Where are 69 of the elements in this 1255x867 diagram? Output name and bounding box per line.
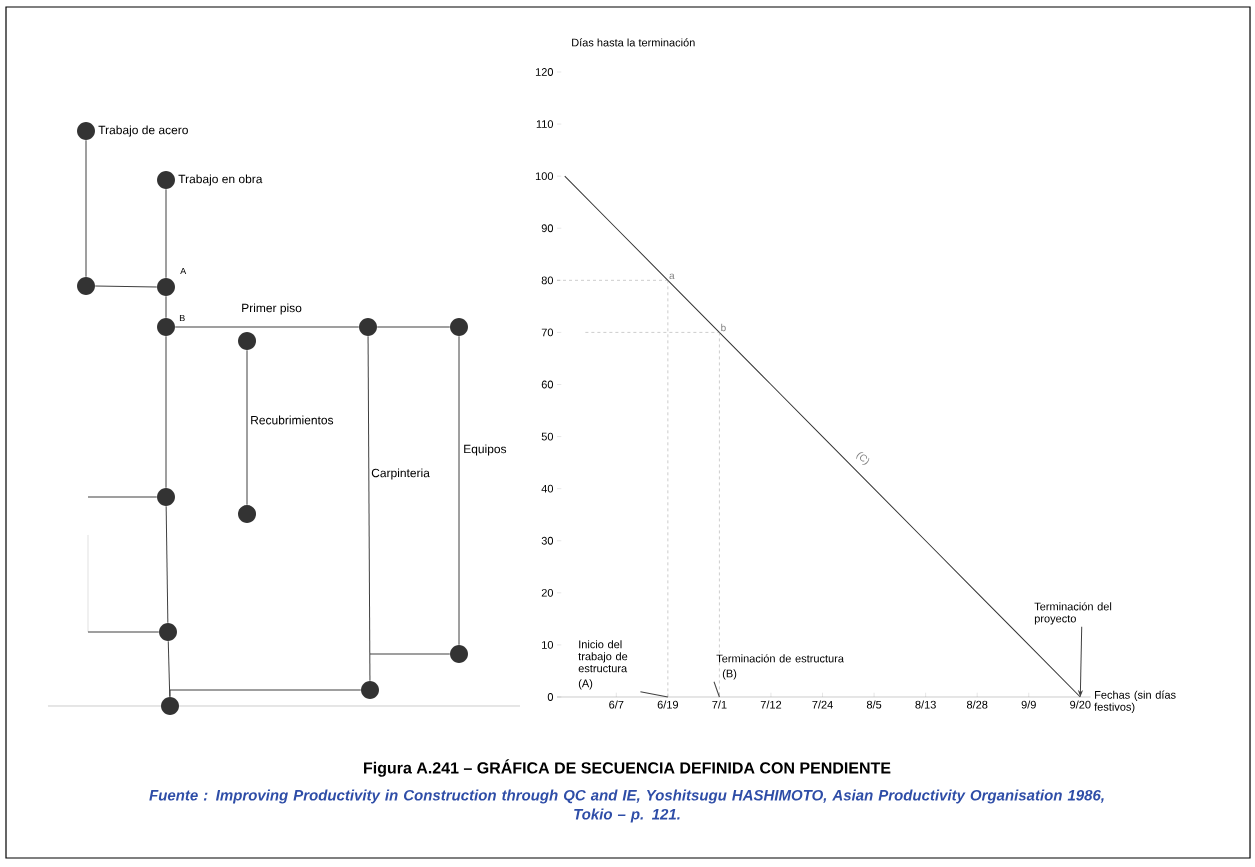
dot <box>238 505 256 523</box>
y-tick-label: 60 <box>541 380 554 389</box>
connector-line <box>94 285 158 288</box>
line-label: Recubrimientos <box>251 415 334 425</box>
dot-label: B <box>179 314 185 322</box>
x-tick-label: 8/13 <box>915 700 936 709</box>
leader-arrow <box>1078 626 1083 697</box>
y-tick-label: 90 <box>541 224 554 233</box>
connector-line <box>85 139 87 278</box>
annotation: (C) <box>856 452 870 465</box>
connector-line <box>87 631 160 633</box>
x-tick-label: 9/20 <box>1070 700 1091 709</box>
y-tick-label: 40 <box>541 484 554 493</box>
figure-title: Figura A.241 – GRÁFICA DE SECUENCIA DEFINIDA CON PENDIENTE <box>364 759 891 777</box>
leader-line <box>713 681 720 698</box>
connector-line <box>246 349 248 506</box>
dot <box>359 318 377 336</box>
y-tick-label: 80 <box>541 276 554 285</box>
x-tick-label: 7/1 <box>712 700 727 709</box>
line-label: Equipos <box>464 444 507 456</box>
connector-line <box>165 295 167 319</box>
x-tick-label: 7/12 <box>760 700 782 709</box>
dot-label: Trabajo en obra <box>178 174 263 186</box>
dot <box>450 645 468 663</box>
dot <box>161 697 179 715</box>
leader-line <box>639 691 669 698</box>
dot <box>238 332 256 350</box>
dot-label: Trabajo de acero <box>98 125 188 137</box>
y-tick-label: 120 <box>535 68 554 76</box>
x-axis-title: Fechas (sin días festivos) <box>1094 690 1176 713</box>
dot <box>77 277 95 295</box>
annotation-text: Inicio del trabajo de estructura (A) <box>578 640 628 690</box>
dot <box>450 318 468 336</box>
x-tick-label: 8/5 <box>866 700 882 709</box>
y-tick-label: 0 <box>547 693 554 701</box>
connector-line <box>165 335 167 489</box>
connector-line <box>376 326 451 328</box>
x-tick-label: 6/19 <box>657 700 679 709</box>
annotation: a <box>669 273 675 280</box>
dot <box>157 488 175 506</box>
annotation: b <box>721 323 726 332</box>
y-tick-label: 70 <box>541 328 554 337</box>
y-tick-label: 50 <box>541 432 554 441</box>
y-axis-title: Días hasta la terminación <box>572 38 695 47</box>
x-tick-label: 6/7 <box>609 700 624 709</box>
connector-line <box>169 689 362 698</box>
connector-line <box>174 326 360 328</box>
y-tick-label: 10 <box>542 641 554 649</box>
y-tick-label: 110 <box>536 120 554 128</box>
connector-line <box>458 335 460 646</box>
x-tick-label: 7/24 <box>812 700 833 709</box>
connector-line <box>369 653 451 655</box>
y-tick-label: 30 <box>541 536 554 545</box>
connector-line <box>87 496 158 498</box>
annotation-text: Terminación de estructura (B) <box>716 654 844 680</box>
y-tick-label: 100 <box>535 172 554 181</box>
connector-line <box>165 505 169 624</box>
annotation-text: Terminación del proyecto <box>1034 602 1112 625</box>
x-tick-label: 8/28 <box>966 700 988 709</box>
dot-label: A <box>180 267 187 275</box>
line-label: Carpinteria <box>371 468 430 480</box>
line-label: Primer piso <box>242 303 302 315</box>
connector-line <box>367 335 371 682</box>
dot <box>361 681 379 699</box>
dot <box>159 623 177 641</box>
connector-line <box>165 188 167 279</box>
figure-caption: Fuente : Improving Productivity in Construction through QC and IE, Yoshitsugu HASHIMOTO, Asian Productivity Organisation 1986, Tokio – p. 121. <box>149 789 1104 823</box>
x-tick-label: 9/9 <box>1021 700 1036 709</box>
y-tick-label: 20 <box>541 588 554 597</box>
